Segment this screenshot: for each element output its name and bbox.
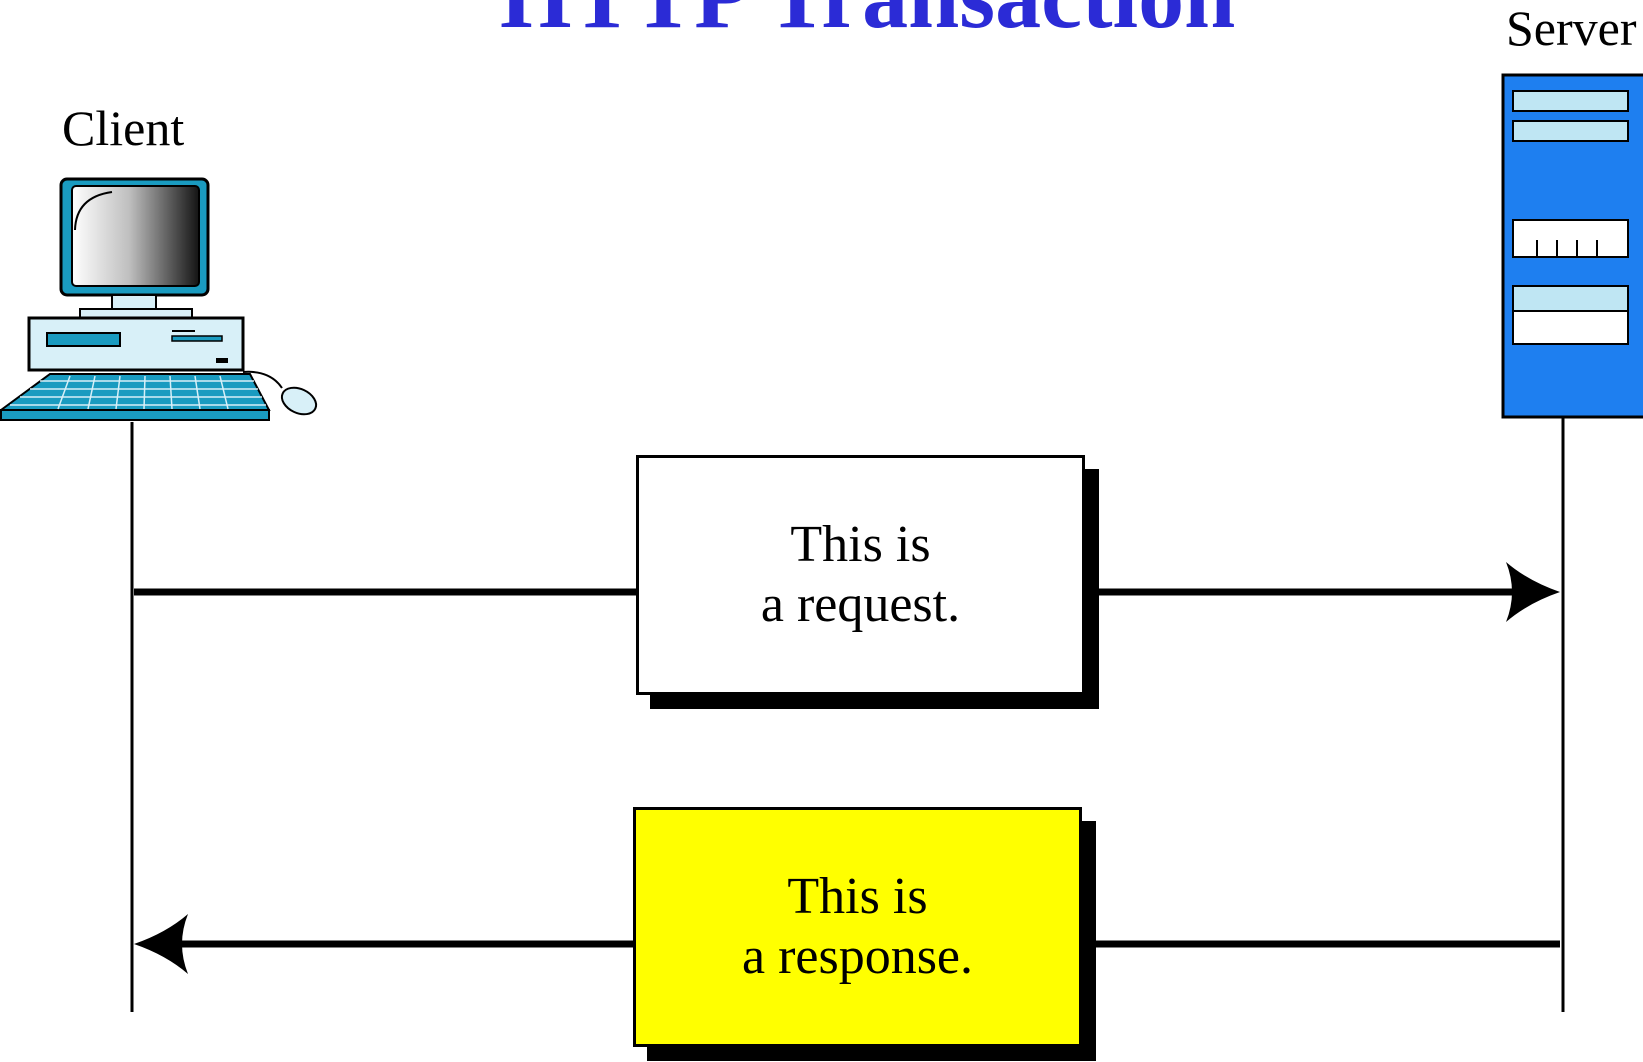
request-text-line-2: a request. (760, 576, 961, 633)
server-tower-icon (1501, 73, 1643, 419)
desktop-computer-icon (0, 177, 318, 421)
response-arrowhead-icon (134, 914, 188, 974)
request-arrowhead-icon (1506, 562, 1560, 622)
server-label: Server (1506, 0, 1637, 56)
response-text-line-2: a response. (741, 928, 974, 985)
response-message-box: This is a response. (633, 807, 1082, 1047)
request-text-line-1: This is (790, 516, 931, 573)
diagram-title: HTTP Transaction (500, 0, 1235, 46)
client-label: Client (62, 100, 185, 156)
response-text-line-1: This is (787, 868, 928, 925)
request-message-box: This is a request. (636, 455, 1085, 695)
